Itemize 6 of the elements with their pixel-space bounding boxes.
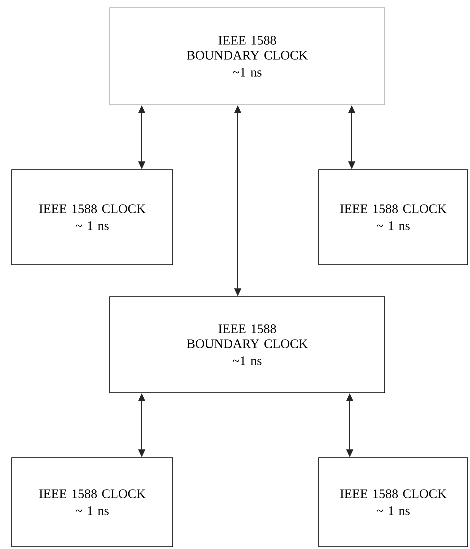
clock-box: IEEE 1588 CLOCK ~ 1 ns bbox=[12, 458, 174, 548]
clock-box: IEEE 1588 BOUNDARY CLOCK ~1 ns bbox=[110, 296, 386, 394]
clock-box: IEEE 1588 CLOCK ~ 1 ns bbox=[12, 170, 174, 266]
clock-box: IEEE 1588 CLOCK ~ 1 ns bbox=[318, 170, 468, 266]
clock-box: IEEE 1588 CLOCK ~ 1 ns bbox=[318, 458, 468, 548]
clock-box: IEEE 1588 BOUNDARY CLOCK ~1 ns bbox=[110, 8, 386, 106]
